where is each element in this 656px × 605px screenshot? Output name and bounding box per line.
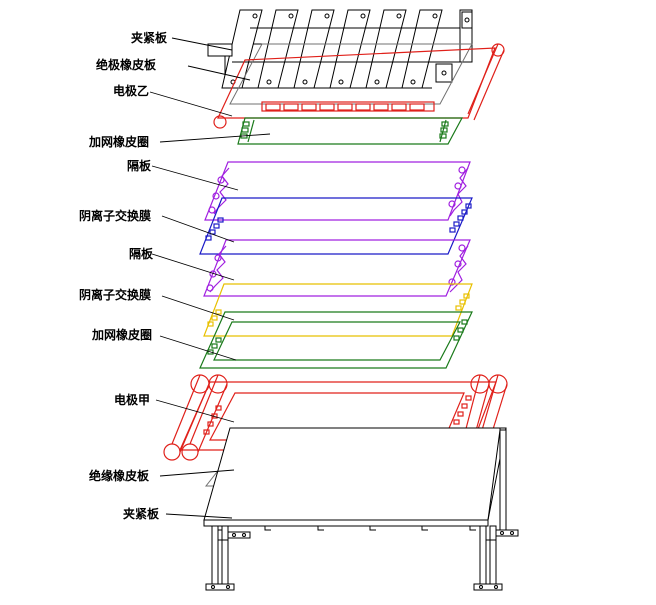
anion-exchange-membrane-1 [199,197,473,255]
anion-exchange-membrane-2 [203,283,473,337]
label-anion-membrane-2: 阴离子交换膜 [79,288,152,302]
bottom-clamp-plate-and-stand [203,427,519,591]
label-bottom-mesh-gasket: 加网橡皮圈 [92,328,153,342]
separator-plate-1 [204,161,471,221]
label-separator-plate-2: 隔板 [129,247,154,261]
electrode-b [213,43,505,129]
top-mesh-gasket [237,117,464,145]
separator-plate-2 [203,239,471,297]
label-bottom-clamp-plate: 夹紧板 [123,507,160,521]
top-insulating-plate [229,43,473,105]
leader-lines [149,37,271,519]
label-top-insulating-plate: 绝极橡皮板 [96,58,157,72]
top-clamp-plate [207,9,473,89]
label-electrode-b: 电极乙 [113,84,150,98]
label-top-mesh-gasket: 加网橡皮圈 [89,135,150,149]
label-anion-membrane-1: 阴离子交换膜 [79,209,152,223]
label-electrode-a: 电极甲 [114,393,151,407]
bottom-mesh-gasket [199,311,473,369]
label-top-clamp-plate: 夹紧板 [131,31,168,45]
label-bottom-insulating-plate: 绝缘橡皮板 [89,469,150,483]
label-separator-plate-1: 隔板 [127,159,152,173]
